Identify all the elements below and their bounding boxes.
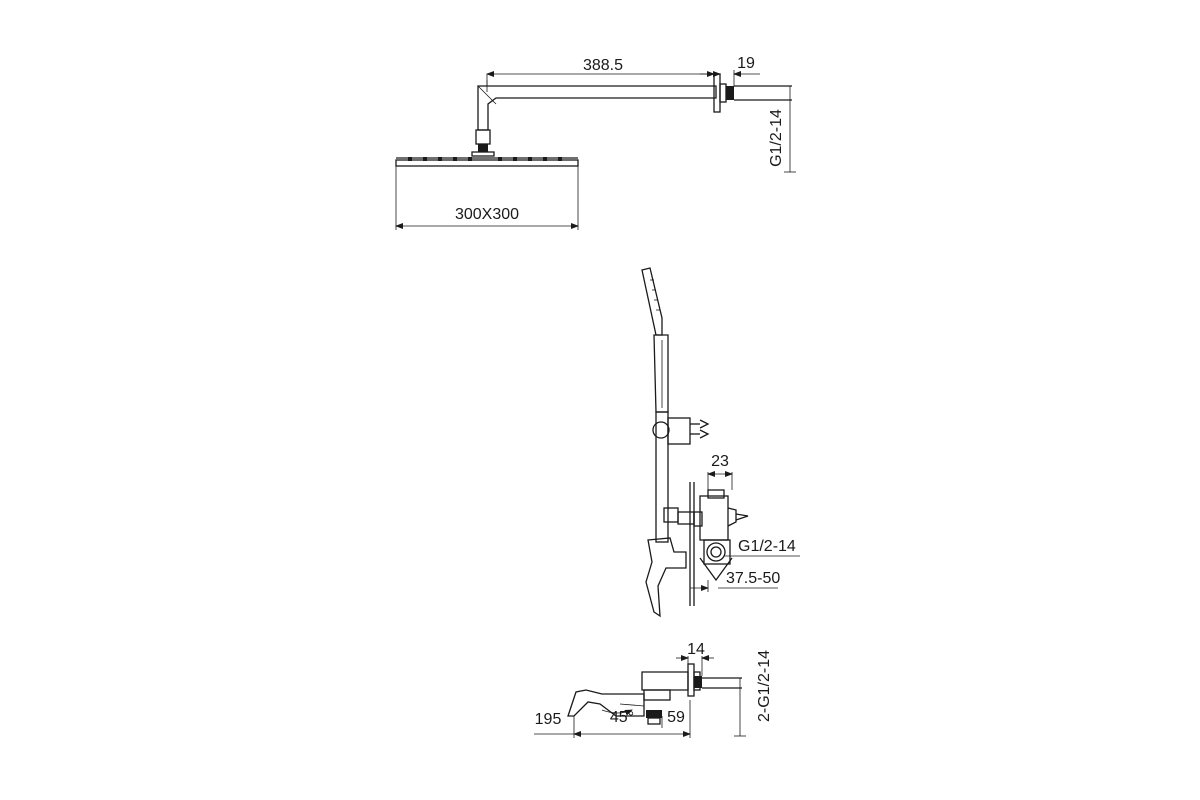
dim-thread-bottom: 2-G1/2-14 xyxy=(756,650,773,722)
hand-shower-holder xyxy=(667,417,691,445)
mixer-lever xyxy=(645,537,687,618)
dim-flange-bottom: 14 xyxy=(687,641,705,658)
wall-flange-top xyxy=(713,73,721,113)
dim-thread-mid: G1/2-14 xyxy=(738,538,796,555)
hand-shower-handle xyxy=(653,334,669,413)
dim-thread-top: G1/2-14 xyxy=(768,109,785,167)
valve-body xyxy=(699,495,729,541)
head-connector xyxy=(475,129,491,145)
spout-body xyxy=(641,671,689,691)
spout-outlet xyxy=(646,710,662,718)
dim-valve-depth: 23 xyxy=(711,453,729,470)
wall-flange-bottom xyxy=(687,663,695,697)
shower-arm xyxy=(477,85,717,131)
dim-wall-range: 37.5-50 xyxy=(726,570,780,587)
thread-bottom xyxy=(694,676,702,688)
head-nozzles xyxy=(408,157,562,161)
screw-icon xyxy=(699,419,710,439)
dim-head-size: 300X300 xyxy=(455,206,519,223)
hand-shower-mixer-assembly: 23 G1/2-14 37.5-50 xyxy=(641,267,800,618)
hand-shower-nozzles xyxy=(650,279,660,311)
screw-icon xyxy=(735,513,749,521)
rain-shower-assembly: 388.5 19 G1/2-14 300X300 xyxy=(395,55,796,230)
dim-flange-top: 19 xyxy=(737,55,755,72)
dim-spout-height: 59 xyxy=(667,709,685,726)
bath-spout-assembly: 14 2-G1/2-14 195 45° 59 xyxy=(534,641,773,738)
slide-rail xyxy=(655,411,669,543)
thread-top xyxy=(726,86,734,100)
dim-spout-length: 195 xyxy=(535,711,562,728)
shower-head xyxy=(395,159,579,167)
outlet-thread xyxy=(706,542,726,562)
hand-shower xyxy=(641,267,663,336)
dim-arm-length: 388.5 xyxy=(583,57,623,74)
dim-spout-angle: 45° xyxy=(610,709,634,726)
